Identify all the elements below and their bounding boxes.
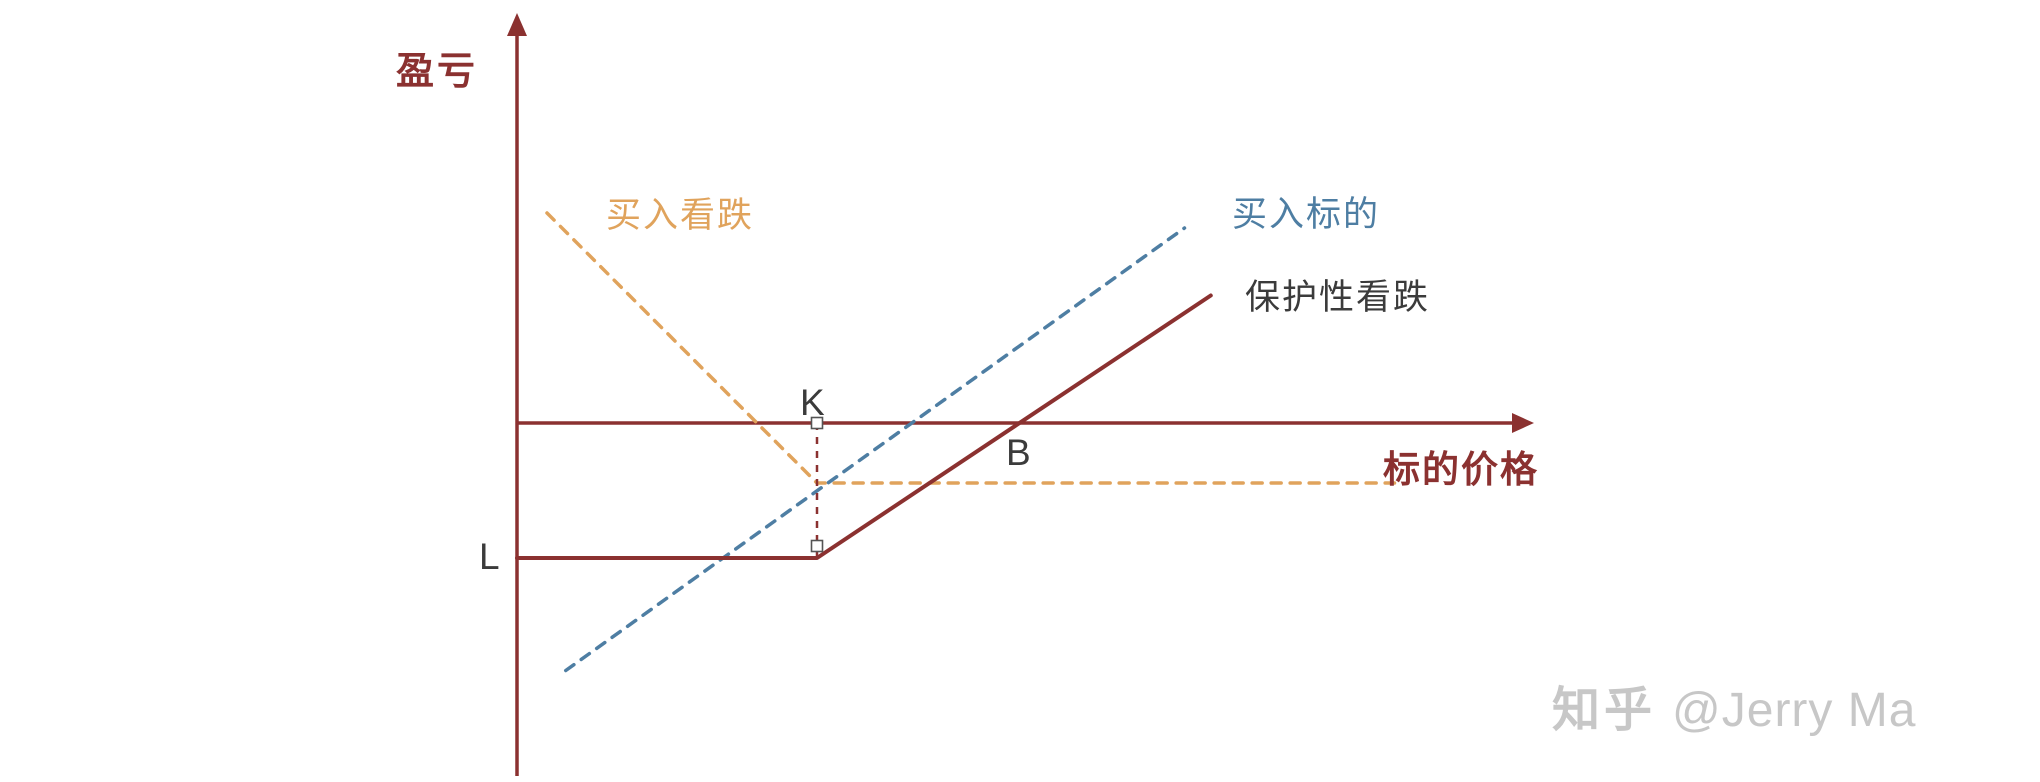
strike-point-label: K bbox=[800, 382, 825, 423]
x-axis-label: 标的价格 bbox=[1383, 449, 1539, 490]
long-put-line bbox=[545, 211, 1397, 485]
y-axis-label: 盈亏 bbox=[396, 51, 479, 93]
vertex-handle-bottom bbox=[810, 539, 824, 553]
vertex-handle-top bbox=[810, 416, 824, 430]
watermark-author-handle: @Jerry Ma bbox=[1672, 684, 1917, 737]
legend-long-put-label: 买入看跌 bbox=[606, 196, 755, 235]
legend-protective-put-label: 保护性看跌 bbox=[1245, 278, 1431, 317]
protective-put-line bbox=[515, 293, 1213, 560]
long-underlying-line bbox=[564, 226, 1187, 673]
breakeven-point-label: B bbox=[1006, 432, 1031, 473]
x-axis-arrow bbox=[1512, 413, 1534, 433]
max-loss-level-label: L bbox=[479, 536, 500, 577]
watermark-brand-logo: 知乎 bbox=[1552, 684, 1657, 737]
legend-long-underlying-label: 买入标的 bbox=[1232, 195, 1381, 234]
y-axis-arrow bbox=[507, 13, 527, 36]
watermark: 知乎 @Jerry Ma bbox=[1552, 670, 1916, 740]
